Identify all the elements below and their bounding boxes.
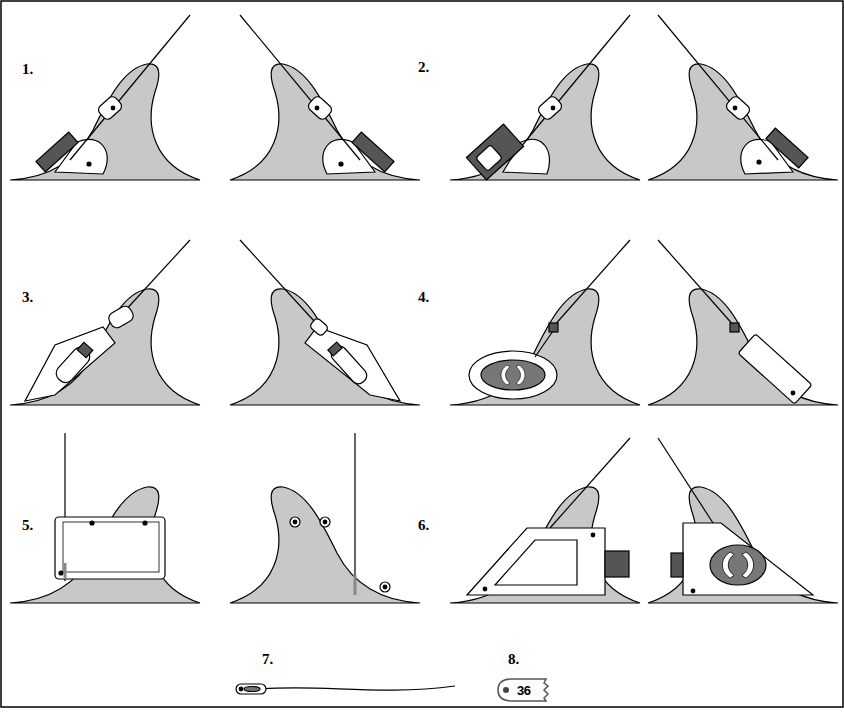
- fin-4a: [450, 240, 640, 405]
- panel-number: 5.: [22, 518, 33, 533]
- fin-1b: [230, 15, 420, 180]
- frame: [1, 1, 843, 707]
- fin-5b: [230, 433, 420, 603]
- fin-3a: [10, 240, 200, 405]
- panel-number: 8.: [508, 652, 519, 667]
- tag-number: 36: [517, 684, 530, 697]
- fin-1a: [10, 15, 200, 180]
- number-tag: [498, 679, 548, 701]
- fin-2b: [648, 15, 838, 180]
- panel-number: 4.: [418, 290, 429, 305]
- panel-number: 2.: [418, 60, 429, 75]
- panel-number: 3.: [22, 290, 33, 305]
- fin-4b: [648, 240, 838, 405]
- fin-2a: [450, 15, 640, 180]
- wire-tag: [236, 684, 455, 694]
- fin-6b: [648, 438, 838, 603]
- panel-number: 6.: [418, 518, 429, 533]
- panel-number: 1.: [22, 62, 33, 77]
- fin-3b: [230, 240, 420, 405]
- fin-6a: [450, 438, 640, 603]
- panel-number: 7.: [262, 652, 273, 667]
- fin-5a: [10, 433, 200, 603]
